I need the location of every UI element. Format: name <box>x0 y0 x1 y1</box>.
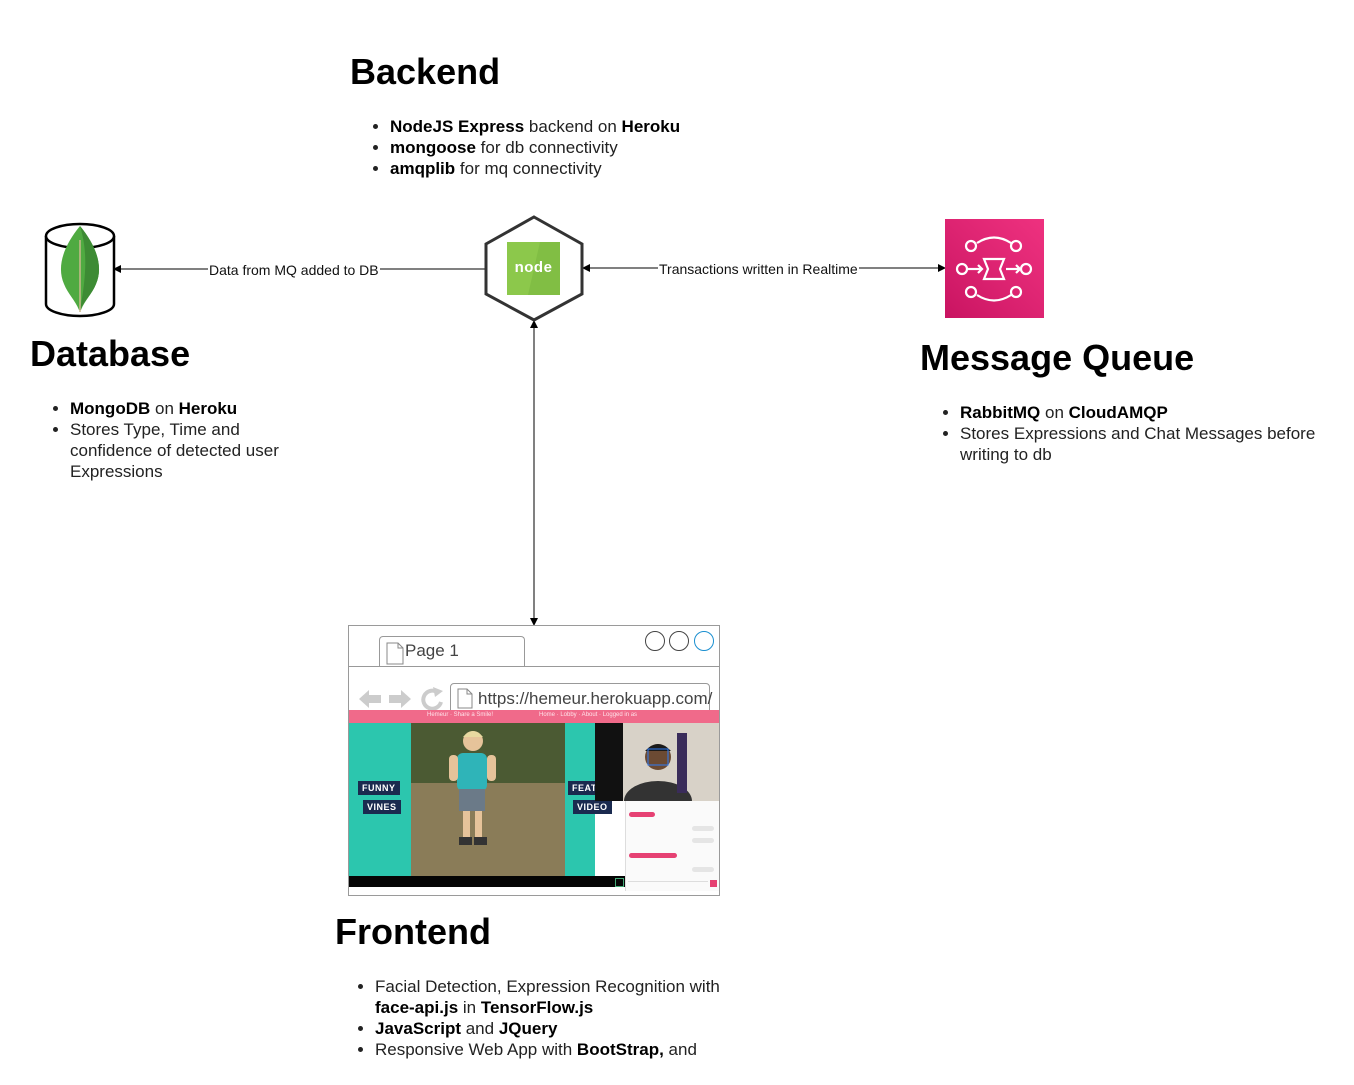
message-queue-icon <box>945 219 1044 318</box>
bullet-text: on <box>150 399 179 418</box>
right-video-label-2: VIDEO <box>573 800 612 814</box>
window-maximize-button[interactable] <box>669 631 689 651</box>
bullet-text: Facial Detection, Expression Recognition… <box>375 977 720 996</box>
bullet-item: MongoDB on Heroku <box>70 398 320 419</box>
right-video-label-1: FEAT <box>568 781 598 795</box>
left-video-thumbnail[interactable]: FUNNY VINES <box>349 723 411 876</box>
webcam-preview <box>595 723 719 801</box>
bullet-item: RabbitMQ on CloudAMQP <box>960 402 1320 423</box>
bullet-bold-text: NodeJS Express <box>390 117 525 136</box>
tab-divider <box>349 666 719 667</box>
edge-label-backend-mq: Transactions written in Realtime <box>658 261 859 277</box>
bullet-item: Responsive Web App with BootStrap, and <box>375 1039 755 1060</box>
back-arrow-icon[interactable] <box>359 690 381 708</box>
frontend-title: Frontend <box>335 911 491 952</box>
webcam-person <box>595 723 719 801</box>
bullet-text: and <box>461 1019 499 1038</box>
bullet-bold-text: amqplib <box>390 159 456 178</box>
bullet-item: NodeJS Express backend on Heroku <box>390 116 810 137</box>
bullet-text: on <box>1040 403 1069 422</box>
bullet-bold-text: RabbitMQ <box>960 403 1041 422</box>
backend-title: Backend <box>350 51 501 92</box>
bullet-item: JavaScript and JQuery <box>375 1018 755 1039</box>
browser-tab-label: Page 1 <box>405 641 459 660</box>
fullscreen-icon[interactable] <box>615 878 624 887</box>
nodejs-logo-text: node <box>514 259 553 276</box>
page-icon <box>386 642 404 665</box>
bullet-text: for db connectivity <box>475 138 618 157</box>
bullet-bold-text: BootStrap, <box>576 1040 664 1059</box>
url-bar[interactable]: https://hemeur.herokuapp.com/ <box>450 683 713 715</box>
bullet-bold-text: JQuery <box>498 1019 558 1038</box>
reload-icon[interactable] <box>421 687 443 711</box>
bullet-bold-text: face-api.js <box>375 998 459 1017</box>
bullet-item: Stores Expressions and Chat Messages bef… <box>960 423 1320 465</box>
nodejs-hexagon-icon <box>484 215 584 322</box>
message-queue-bullets: RabbitMQ on CloudAMQPStores Expressions … <box>940 402 1320 465</box>
bullet-text: backend on <box>524 117 622 136</box>
left-video-label-2: VINES <box>363 800 401 814</box>
url-text: https://hemeur.herokuapp.com/ <box>478 689 713 708</box>
database-bullets: MongoDB on HerokuStores Type, Time and c… <box>50 398 320 482</box>
bullet-bold-text: CloudAMQP <box>1068 403 1168 422</box>
bullet-text: and <box>663 1040 697 1059</box>
forward-arrow-icon[interactable] <box>389 690 411 708</box>
bullet-item: Facial Detection, Expression Recognition… <box>375 976 755 1018</box>
site-navbar: Hemeur · Share a Smile! Home · Lobby · A… <box>349 710 719 723</box>
bullet-text: Stores Type, Time and confidence of dete… <box>70 420 279 481</box>
bullet-item: amqplib for mq connectivity <box>390 158 810 179</box>
bullet-item: mongoose for db connectivity <box>390 137 810 158</box>
chat-input[interactable] <box>628 881 708 889</box>
bullet-bold-text: mongoose <box>390 138 476 157</box>
nav-controls <box>359 687 443 711</box>
chat-panel <box>625 801 719 891</box>
browser-tab[interactable]: Page 1 <box>379 636 525 667</box>
chat-bubble <box>692 826 714 831</box>
video-player[interactable] <box>411 723 565 876</box>
frontend-browser-mock: Page 1 https://hemeur.herokuapp.com/ Hem… <box>348 625 720 896</box>
window-close-button[interactable] <box>694 631 714 651</box>
mongodb-leaf-cylinder-icon <box>44 222 116 318</box>
window-minimize-button[interactable] <box>645 631 665 651</box>
bullet-text: for mq connectivity <box>455 159 602 178</box>
bullet-bold-text: Heroku <box>178 399 238 418</box>
chat-bubble <box>692 838 714 843</box>
left-video-label-1: FUNNY <box>358 781 400 795</box>
right-video-thumbnail[interactable]: FEAT VIDEO <box>565 723 612 876</box>
child-photo <box>411 723 565 876</box>
bullet-bold-text: TensorFlow.js <box>480 998 594 1017</box>
video-controls-bar <box>349 876 625 887</box>
bullet-bold-text: JavaScript <box>375 1019 461 1038</box>
bullet-text: Responsive Web App with <box>375 1040 577 1059</box>
bullet-text: Stores Expressions and Chat Messages bef… <box>960 424 1316 464</box>
chat-bubble <box>629 812 655 817</box>
chat-send-button[interactable] <box>710 880 717 887</box>
bullet-bold-text: Heroku <box>621 117 681 136</box>
chat-bubble <box>692 867 714 872</box>
frontend-bullets: Facial Detection, Expression Recognition… <box>355 976 755 1060</box>
bullet-bold-text: MongoDB <box>70 399 151 418</box>
bullet-item: Stores Type, Time and confidence of dete… <box>70 419 320 482</box>
backend-bullets: NodeJS Express backend on Herokumongoose… <box>370 116 810 179</box>
url-page-icon <box>457 688 473 709</box>
message-queue-title: Message Queue <box>920 337 1195 378</box>
edge-label-backend-to-db: Data from MQ added to DB <box>208 262 380 278</box>
bullet-text: in <box>458 998 481 1017</box>
chat-bubble <box>629 853 677 858</box>
database-title: Database <box>30 333 191 374</box>
